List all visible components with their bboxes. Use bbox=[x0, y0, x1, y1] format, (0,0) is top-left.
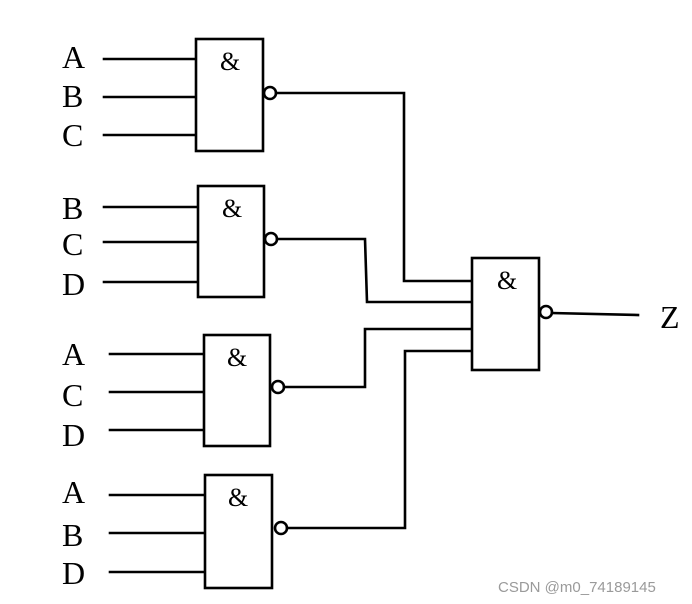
output-gate-inversion-bubble bbox=[538, 304, 554, 320]
gate1-input-label-2: B bbox=[62, 78, 83, 114]
output-label: Z bbox=[660, 299, 680, 335]
gate2-output-wire bbox=[275, 237, 474, 304]
gate1-body bbox=[194, 37, 265, 153]
gate2-input-label-3: D bbox=[62, 266, 85, 302]
gate3-inversion-bubble bbox=[270, 379, 286, 395]
gate3-output-wire bbox=[282, 327, 474, 389]
gate3-body bbox=[202, 333, 272, 448]
nand-gate-4: A B D & bbox=[62, 349, 474, 591]
gate3-input-label-1: A bbox=[62, 336, 85, 372]
gate4-symbol: & bbox=[228, 483, 248, 512]
gate3-input-label-2: C bbox=[62, 377, 83, 413]
gate1-input-label-1: A bbox=[62, 39, 85, 75]
gate1-output-wire bbox=[274, 91, 474, 283]
nand-gate-2: B C D & bbox=[62, 184, 474, 304]
gate2-input-label-2: C bbox=[62, 226, 83, 262]
gate2-inversion-bubble bbox=[263, 231, 279, 247]
gate1-input-label-3: C bbox=[62, 117, 83, 153]
gate3-symbol: & bbox=[227, 343, 247, 372]
gate4-inversion-bubble bbox=[273, 520, 289, 536]
nand-gate-3: A C D & bbox=[62, 327, 474, 453]
gate4-input-label-3: D bbox=[62, 555, 85, 591]
output-wire bbox=[550, 311, 640, 317]
output-nand-gate: & Z bbox=[470, 256, 680, 372]
gate4-output-wire bbox=[285, 349, 474, 530]
gate1-symbol: & bbox=[220, 47, 240, 76]
watermark: CSDN @m0_74189145 bbox=[498, 579, 656, 596]
gate4-input-label-1: A bbox=[62, 474, 85, 510]
gate3-input-label-3: D bbox=[62, 417, 85, 453]
gate2-input-label-1: B bbox=[62, 190, 83, 226]
nand-gate-1: A B C & bbox=[62, 37, 474, 283]
output-gate-symbol: & bbox=[497, 266, 517, 295]
output-gate-body bbox=[470, 256, 541, 372]
gate2-body bbox=[196, 184, 266, 299]
gate4-body bbox=[203, 473, 274, 590]
gate4-input-label-2: B bbox=[62, 517, 83, 553]
gate1-inversion-bubble bbox=[262, 85, 278, 101]
gate2-symbol: & bbox=[222, 194, 242, 223]
